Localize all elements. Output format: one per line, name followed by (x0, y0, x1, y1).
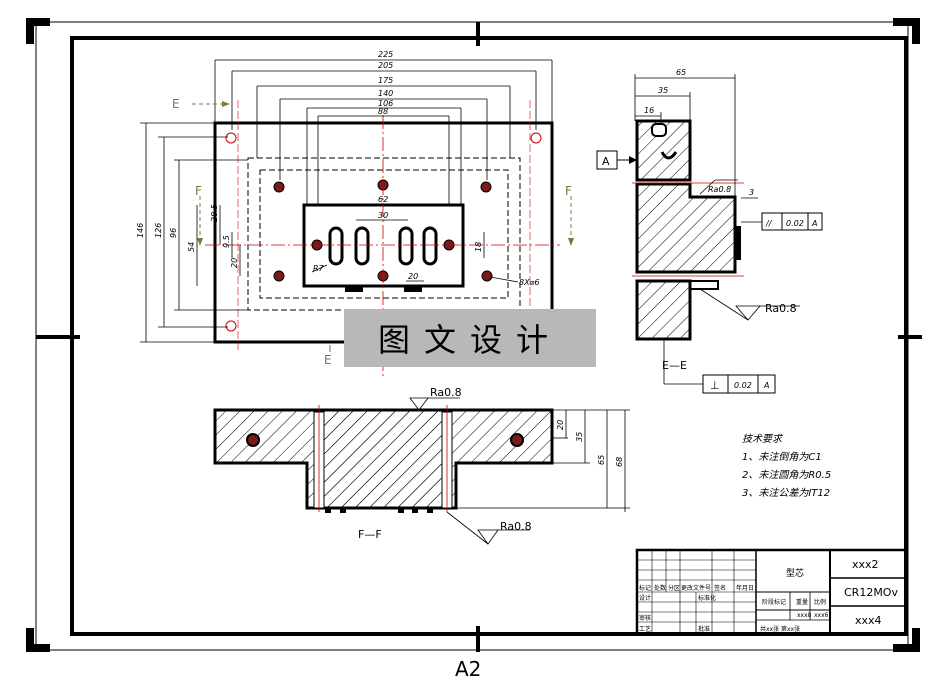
sheet-size-label: A2 (455, 657, 482, 679)
section-label-ee: E—E (662, 359, 687, 372)
callout-8x6: 8X⌀6 (519, 278, 539, 287)
front-roughness-2: Ra0.8 (500, 520, 532, 533)
dim-96: 96 (169, 228, 178, 238)
tb-row-mark: 标记 (639, 584, 651, 592)
callout-r7: R7 (313, 264, 325, 273)
dim-54: 54 (187, 242, 196, 252)
watermark-banner: 图文设计 (344, 309, 596, 367)
tb-weight: 重量 (796, 598, 808, 606)
parallel-value: 0.02 (786, 219, 804, 228)
dim-18: 18 (474, 242, 483, 252)
dim-140: 140 (378, 89, 393, 98)
sheet-border (26, 18, 922, 652)
tb-drawing-no: xxx2 (852, 558, 879, 571)
dim-20-left: 20 (230, 258, 239, 268)
tb-col-count: 处数 (654, 584, 666, 592)
tb-col-date: 年月日 (736, 584, 754, 592)
dim-62: 62 (378, 195, 388, 204)
tb-row-review: 审核 (639, 614, 651, 622)
perp-value: 0.02 (734, 381, 752, 390)
tb-mark-xxx8: xxx8 (797, 612, 812, 619)
front-roughness-1: Ra0.8 (430, 386, 462, 399)
side-roughness-1: Ra0.8 (708, 185, 731, 194)
tb-row-process: 工艺 (639, 625, 651, 633)
dim-9-5: 9.5 (222, 235, 231, 248)
section-markers (192, 101, 574, 352)
tb-material: CR12MOv (844, 586, 898, 599)
dim-126: 126 (154, 223, 163, 238)
tb-col-change: 更改文件号 (681, 584, 711, 592)
perp-symbol: ⊥ (710, 379, 720, 392)
side-dim-35: 35 (658, 86, 668, 95)
title-block (635, 548, 908, 636)
dim-225: 225 (378, 50, 393, 59)
tb-col-sign: 签名 (714, 584, 726, 592)
tb-scale: 比例 (814, 598, 826, 606)
dim-28-5: 28.5 (210, 204, 219, 222)
section-letter-e-left: E (172, 97, 180, 111)
dim-20-top: 20 (408, 272, 418, 281)
side-dim-3: 3 (749, 188, 754, 197)
front-dim-20: 20 (556, 420, 565, 430)
tb-stage-mark: 阶段标记 (762, 598, 786, 606)
section-letter-e-bottom: E (324, 353, 332, 367)
section-label-ff: F—F (358, 528, 382, 541)
tech-req-item-3: 3、未注公差为IT12 (742, 487, 830, 499)
parallel-symbol: // (765, 219, 773, 228)
side-view (596, 74, 823, 394)
dim-88: 88 (378, 107, 388, 116)
dim-175: 175 (378, 76, 393, 85)
dim-106: 106 (378, 99, 393, 108)
front-section (213, 397, 630, 545)
section-letter-f-right: F (565, 184, 572, 198)
front-dim-35: 35 (575, 432, 584, 442)
tech-req-title: 技术要求 (742, 433, 784, 445)
tb-company: xxx4 (855, 614, 882, 627)
tb-std: 标准化 (698, 594, 716, 602)
tb-col-zone: 分区 (668, 584, 680, 592)
front-dim-65: 65 (597, 455, 606, 465)
dim-30: 30 (378, 211, 388, 220)
parallel-datum: A (811, 219, 817, 228)
side-roughness-2: Ra0.8 (765, 302, 797, 315)
tb-mark-xxx6: xxx6 (814, 612, 829, 619)
dim-205: 205 (378, 61, 393, 70)
side-dim-65: 65 (676, 68, 686, 77)
front-dim-68: 68 (615, 457, 624, 467)
dim-146: 146 (136, 223, 145, 238)
perp-datum: A (763, 381, 769, 390)
tech-req-item-2: 2、未注圆角为R0.5 (742, 469, 831, 481)
tech-req-item-1: 1、未注倒角为C1 (742, 451, 822, 463)
tb-sheet-info: 共xx张 第xx张 (760, 625, 800, 633)
tb-row-design: 设计 (639, 594, 651, 602)
side-dim-16: 16 (644, 106, 654, 115)
top-view-dimensions (140, 59, 553, 343)
tb-approve: 批准 (698, 625, 710, 633)
datum-a-label: A (602, 155, 610, 168)
tb-part-name: 型芯 (786, 567, 804, 579)
section-letter-f-left: F (195, 184, 202, 198)
